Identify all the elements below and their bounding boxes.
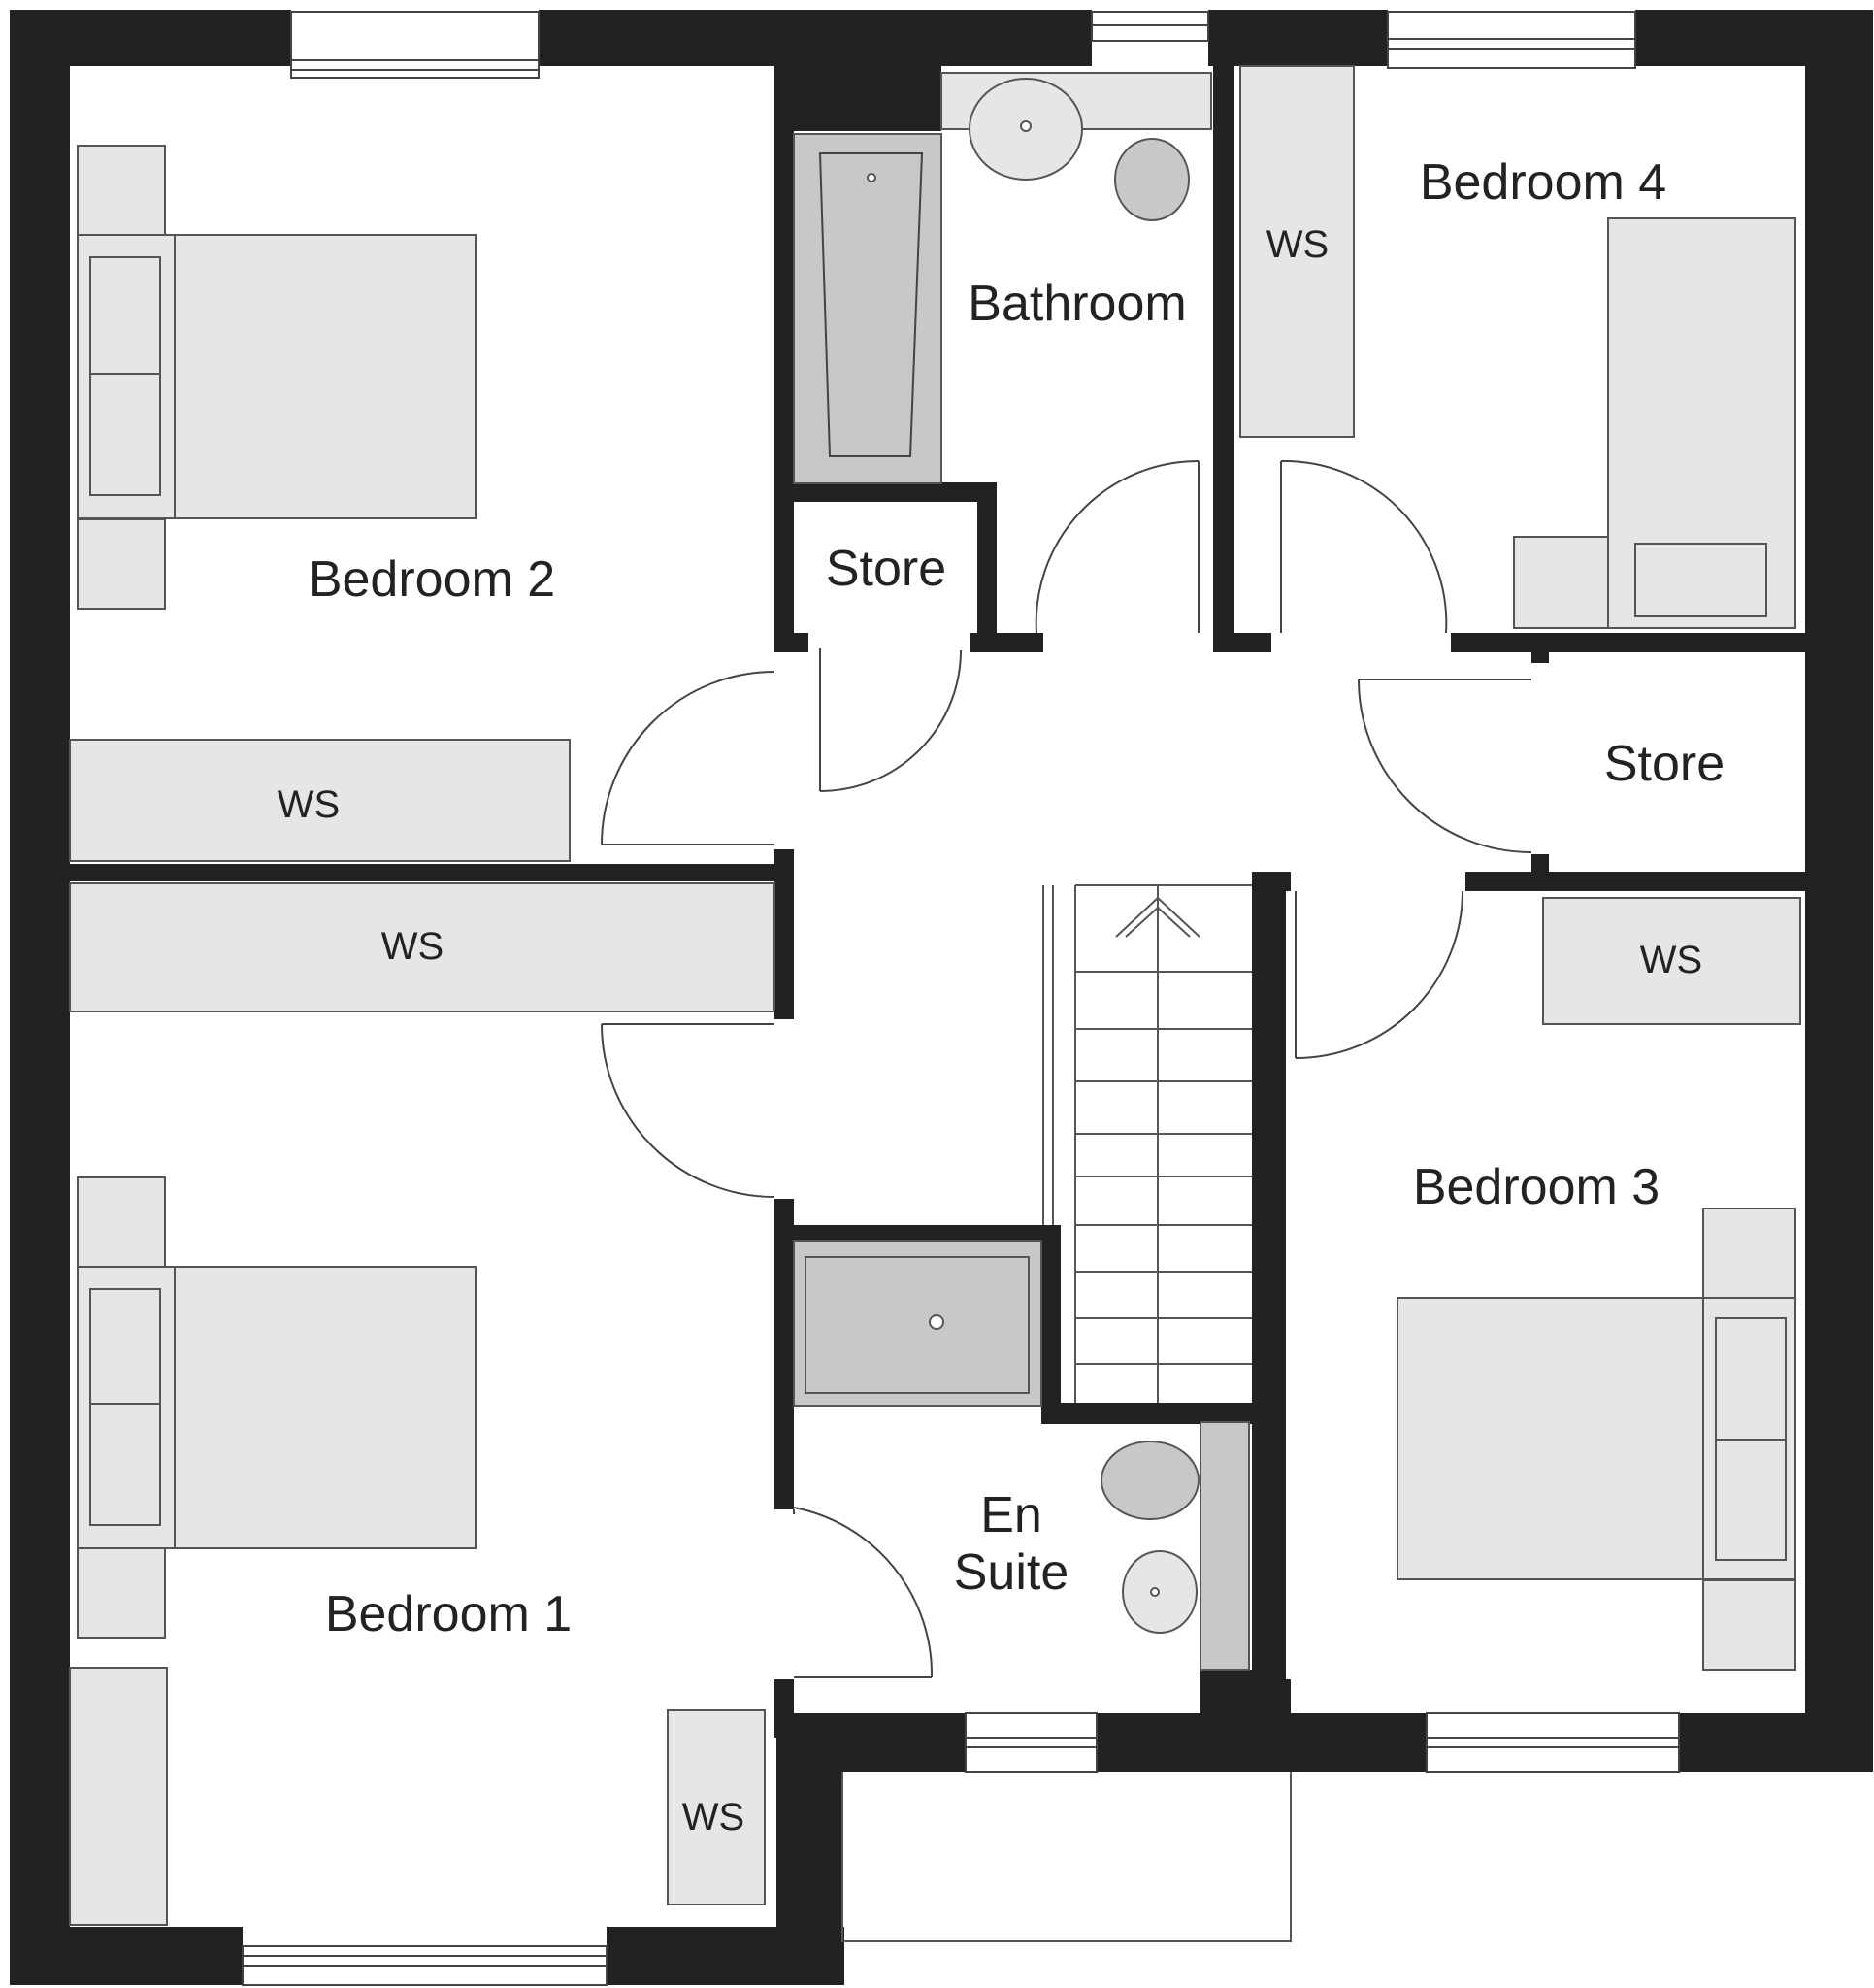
wardrobe-bed1-bottom [667,1709,766,1905]
wall-bed1-right-upper [774,849,794,1019]
label-bedroom-1: Bedroom 1 [325,1586,572,1642]
wall-stair-bed3-top [1252,872,1291,891]
wall-ensuite-top [791,1225,1058,1241]
ensuite-fixtures [793,1240,1250,1671]
pillow-bed1-2 [89,1403,161,1526]
label-bathroom: Bathroom [968,276,1186,332]
porch-outline [841,1772,1292,1942]
label-en-suite-line2: Suite [954,1544,1069,1601]
bedside-table-bed3-top [1702,1208,1796,1299]
walls [10,10,1873,1985]
label-en-suite-line1: En [980,1487,1042,1543]
bedside-table-bed3-bottom [1702,1579,1796,1671]
bathroom-toilet [1114,138,1190,221]
pillow-bed2-1 [89,256,161,375]
wall-bed1-right-lower [774,1679,794,1738]
pillow-bed2-2 [89,373,161,496]
ws-label-bed1-bottom: WS [682,1796,744,1839]
wall-bed1-right-mid [774,1199,794,1509]
label-store-right: Store [1604,736,1725,792]
wall-bottom-right [1679,1713,1873,1772]
wall-bed1-step-v [776,1713,842,1985]
wall-stair-bottom [1041,1403,1274,1424]
wall-bath-bed4 [1213,58,1234,646]
label-bedroom-3: Bedroom 3 [1413,1159,1660,1215]
bedside-table-bed1-top [77,1176,166,1268]
bedside-table-bed4 [1513,536,1609,629]
wall-store-left-left [774,633,808,652]
wall-ensuite-right [1200,1670,1259,1762]
ensuite-boxing [1200,1421,1250,1671]
wall-top-3 [1208,10,1388,66]
wardrobe-labels: WS WS WS WS WS [278,223,1702,1839]
ws-label-bed1-top: WS [381,925,444,968]
ensuite-toilet [1101,1441,1200,1520]
wall-stair-left [1041,1225,1061,1419]
pillow-bed1-1 [89,1288,161,1405]
room-labels: Bedroom 2 Bathroom Bedroom 4 Store Store… [309,154,1725,1642]
window-ensuite [965,1712,1098,1773]
stair-direction-arrow [1115,896,1200,938]
pillow-bed3-1 [1715,1317,1787,1441]
wardrobe-bed1-top [69,882,775,1012]
ws-label-bed2: WS [278,783,340,826]
bathroom-fixtures [793,72,1212,484]
wall-bath-bed4-foot [1213,633,1271,652]
wall-store-right-stub [1531,854,1549,876]
wall-bed4-bottom [1451,633,1873,652]
doors [601,459,1532,1678]
window-bed2 [290,11,540,79]
label-store-left: Store [826,541,946,597]
bath-tub [818,152,924,457]
bedroom-2-furniture [69,145,775,1012]
wardrobe-bed2 [69,739,571,862]
label-bedroom-2: Bedroom 2 [309,551,555,608]
wall-left [10,10,70,1985]
wall-store-left-top [791,482,995,502]
wall-store-left-right [977,482,997,647]
pillow-bed3-2 [1715,1439,1787,1561]
ws-label-bed4: WS [1266,223,1329,266]
wall-bottom-left-1 [10,1927,243,1985]
wall-bed2-bed1 [70,864,793,881]
wall-bed2-right-upper [774,58,794,650]
bedroom-3-furniture [1397,897,1801,1671]
window-bed3 [1426,1712,1680,1773]
bedside-table-bed2-top [77,145,166,236]
bedside-table-bed1-bottom [77,1547,166,1639]
dresser-bed1 [69,1667,168,1926]
bath-drain [867,173,876,182]
wall-center-stub [776,10,941,131]
windows [242,11,1680,1986]
pillow-bed4 [1634,543,1767,617]
wall-store-right-bottom [1465,872,1873,891]
shower-drain [929,1314,944,1330]
wall-store-left-bottom [970,633,1043,652]
ws-label-bed3: WS [1640,939,1702,981]
wardrobe-bed3 [1542,897,1801,1025]
wardrobe-bed4 [1239,65,1355,438]
bedroom-1-furniture [69,1176,766,1926]
bedside-table-bed2-bottom [77,518,166,610]
staircase [1042,884,1252,1403]
wall-stair-bed3 [1252,872,1286,1697]
label-bedroom-4: Bedroom 4 [1420,154,1666,211]
wall-bed4-bottom-stub [1531,646,1549,663]
bedroom-4-furniture [1239,65,1796,629]
